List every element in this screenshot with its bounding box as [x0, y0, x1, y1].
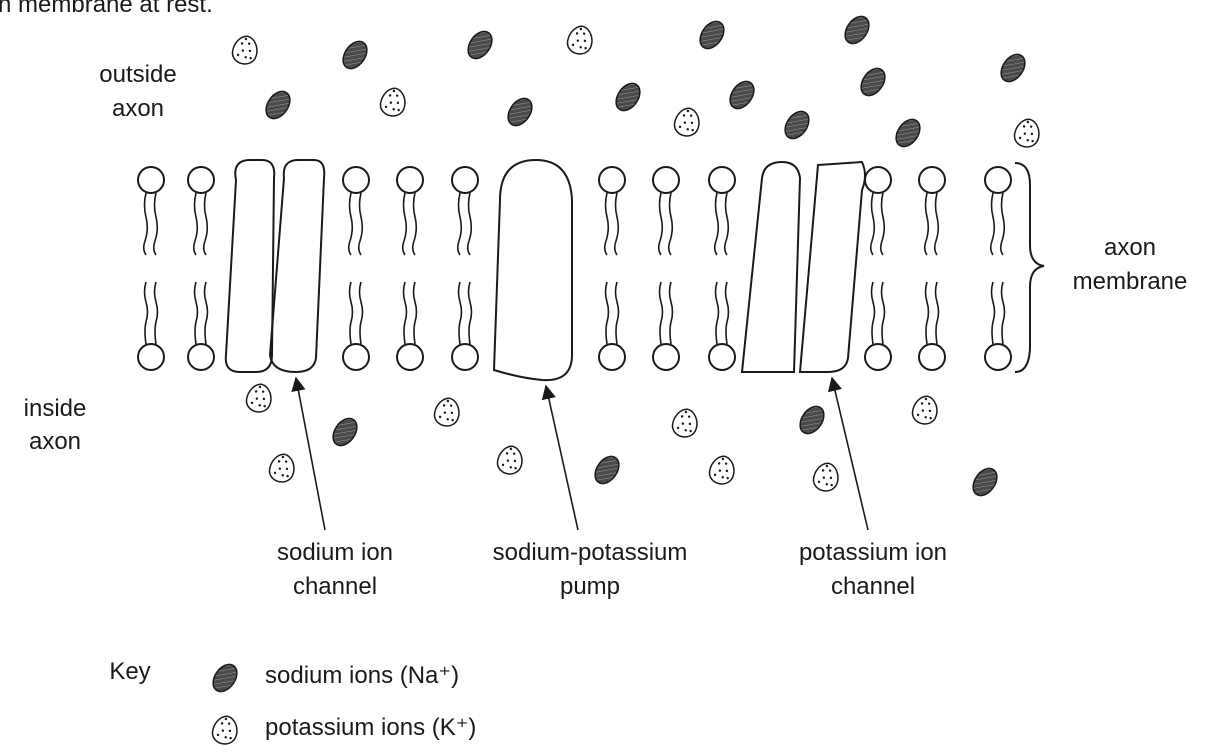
potassium-channel-label-line1: potassium ion [799, 539, 947, 566]
potassium-ion-icon [911, 394, 940, 426]
potassium-channel-arrow [832, 378, 868, 530]
potassium-ion-icon [566, 24, 595, 56]
phospholipid [985, 167, 1011, 370]
sodium-ion-icon [695, 17, 729, 53]
sodium-ion-icon [856, 64, 890, 100]
sodium-ion-icon [840, 12, 874, 48]
sodium-ion-icon [780, 107, 814, 143]
ions [231, 12, 1042, 500]
potassium-ion-channel [742, 162, 865, 372]
sodium-potassium-pump [494, 160, 572, 380]
phospholipid [653, 167, 679, 370]
potassium-ion-icon [231, 34, 260, 66]
outside-axon-label-line2: axon [112, 95, 164, 122]
potassium-ion-icon [671, 407, 700, 439]
key-sodium-label: sodium ions (Na⁺) [265, 662, 459, 689]
sodium-ion-icon [503, 94, 537, 130]
sodium-ion-icon [611, 79, 645, 115]
sodium-ion-icon [725, 77, 759, 113]
outside-axon-label-line1: outside [99, 61, 176, 88]
sodium-ion-icon [338, 37, 372, 73]
phospholipid [188, 167, 214, 370]
potassium-ion-icon [268, 452, 297, 484]
sodium-ion-icon [208, 660, 242, 696]
inside-axon-label-line2: axon [29, 428, 81, 455]
phospholipid [919, 167, 945, 370]
sodium-ion-icon [590, 452, 624, 488]
sodium-ion-icon [463, 27, 497, 63]
sodium-channel-arrow [296, 378, 325, 530]
sodium-ion-icon [968, 464, 1002, 500]
phospholipid [599, 167, 625, 370]
axon-membrane-label-line1: axon [1104, 234, 1156, 261]
phospholipid-bilayer [138, 167, 1011, 370]
phospholipid [452, 167, 478, 370]
sodium-ion-icon [261, 87, 295, 123]
sodium-channel-label-line2: channel [293, 573, 377, 600]
sodium-ion-icon [328, 414, 362, 450]
sodium-channel-label-line1: sodium ion [277, 539, 393, 566]
potassium-ion-icon [211, 714, 240, 745]
potassium-ion-icon [433, 396, 462, 428]
sodium-ion-icon [795, 402, 829, 438]
potassium-ion-icon [379, 86, 408, 118]
sodium-ion-icon [996, 50, 1030, 86]
pump-label-line1: sodium-potassium [493, 539, 688, 566]
phospholipid [865, 167, 891, 370]
axon-membrane-label-line2: membrane [1073, 268, 1188, 295]
phospholipid [397, 167, 423, 370]
potassium-ion-icon [673, 106, 702, 138]
phospholipid [709, 167, 735, 370]
pump-arrow [546, 386, 578, 530]
sodium-ion-channel [226, 160, 325, 372]
phospholipid [138, 167, 164, 370]
key-potassium-label: potassium ions (K⁺) [265, 714, 476, 741]
caption-fragment: n membrane at rest. [0, 0, 213, 18]
pump-label-line2: pump [560, 573, 620, 600]
phospholipid [343, 167, 369, 370]
key-title: Key [109, 658, 150, 685]
membrane-brace [1015, 163, 1044, 372]
potassium-ion-icon [812, 461, 841, 493]
potassium-ion-icon [1013, 117, 1042, 149]
potassium-ion-icon [211, 714, 240, 745]
sodium-ion-icon [208, 660, 242, 696]
potassium-ion-icon [708, 454, 737, 486]
potassium-ion-icon [245, 382, 274, 414]
inside-axon-label-line1: inside [24, 395, 87, 422]
potassium-ion-icon [496, 444, 525, 476]
sodium-ion-icon [891, 115, 925, 151]
potassium-channel-label-line2: channel [831, 573, 915, 600]
